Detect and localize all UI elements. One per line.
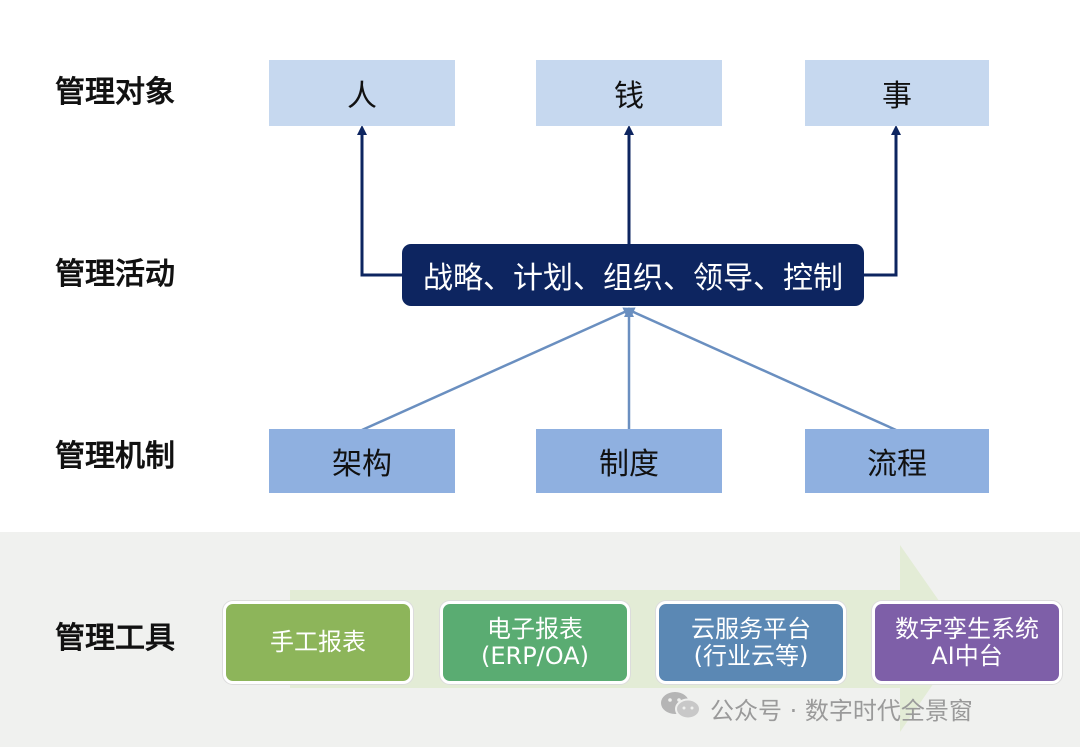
row-label-mechanisms: 管理机制 [55,439,175,474]
tool-line1: 云服务平台 [691,615,811,644]
tool-line2: AI中台 [931,641,1003,670]
object-people: 人 [269,60,455,126]
tool-digital-twin: 数字孪生系统 AI中台 [872,601,1062,684]
row-label-activities: 管理活动 [55,257,175,292]
tool-line2: (行业云等) [693,641,809,670]
wechat-icon [660,690,702,726]
tool-cloud-platform: 云服务平台 (行业云等) [656,601,846,684]
arrow-to-people [357,125,402,277]
tool-line1: 数字孪生系统 [895,615,1039,644]
object-money: 钱 [536,60,722,126]
tool-line2: (ERP/OA) [480,641,589,670]
tool-line1: 电子报表 [487,615,583,644]
mechanism-process: 流程 [805,429,989,493]
arrow-from-process [624,307,897,432]
tool-line1: 手工报表 [270,628,366,657]
arrow-to-affairs [864,125,901,277]
mechanism-structure: 架构 [269,429,455,493]
tool-manual-report: 手工报表 [223,601,413,684]
row-label-tools: 管理工具 [55,621,175,656]
row-label-objects: 管理对象 [55,75,175,110]
mechanism-system: 制度 [536,429,722,493]
arrow-from-structure [361,307,634,432]
watermark: 公众号 · 数字时代全景窗 [660,690,973,726]
tool-electronic-report: 电子报表 (ERP/OA) [440,601,630,684]
object-affairs: 事 [805,60,989,126]
activity-box: 战略、计划、组织、领导、控制 [402,244,864,306]
watermark-text: 公众号 · 数字时代全景窗 [710,696,973,725]
